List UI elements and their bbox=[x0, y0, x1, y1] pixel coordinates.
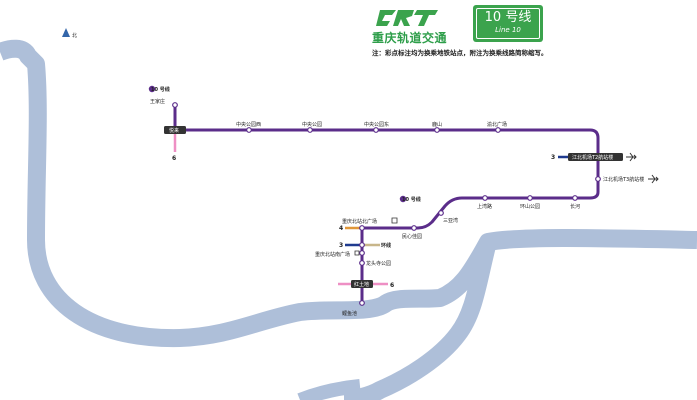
transfer-label-4: 4 bbox=[339, 225, 343, 232]
transfer-station-box[interactable] bbox=[164, 126, 186, 134]
station-label: 龙头寺公园 bbox=[366, 260, 391, 267]
brand-header: 重庆轨道交通 bbox=[372, 8, 452, 45]
compass: 北 bbox=[62, 28, 77, 39]
station-dot[interactable] bbox=[172, 102, 178, 108]
station-label: 红土地 bbox=[354, 281, 369, 288]
station-dot[interactable] bbox=[527, 195, 533, 201]
transfer-label-3: 3 bbox=[551, 154, 555, 161]
north-arrow-icon bbox=[62, 28, 70, 37]
station-label: 鹿山 bbox=[432, 121, 442, 128]
line-badge-english: Line 10 bbox=[495, 26, 521, 34]
airplane-icon bbox=[648, 174, 659, 184]
train-icon bbox=[391, 217, 398, 224]
line10-route-marker bbox=[148, 85, 156, 93]
station-dot[interactable] bbox=[307, 127, 313, 133]
transfer-numbers: 6 3 4 3 6 bbox=[172, 154, 555, 289]
station-dot[interactable] bbox=[373, 127, 379, 133]
station-label: 中央公园西 bbox=[236, 121, 261, 128]
station-dot[interactable] bbox=[359, 225, 365, 231]
river-layer bbox=[0, 39, 697, 400]
station-dot[interactable] bbox=[438, 210, 444, 216]
station-label: 悦来 bbox=[169, 127, 179, 134]
station-label: 鲤鱼池 bbox=[342, 310, 357, 317]
station-label: 民心佳园 bbox=[402, 233, 422, 240]
compass-label: 北 bbox=[72, 32, 77, 39]
station-label: 中央公园东 bbox=[364, 121, 389, 128]
station-dot[interactable] bbox=[572, 195, 578, 201]
yangtze-river bbox=[343, 239, 497, 400]
line10-route-marker bbox=[399, 195, 407, 203]
station-label: 江北机场T3航站楼 bbox=[603, 176, 644, 183]
line-badge: 10 号线 Line 10 bbox=[473, 5, 543, 42]
route-labels: 10 号线 10 号线 bbox=[148, 85, 421, 203]
jialing-river bbox=[0, 39, 697, 348]
station-dot[interactable] bbox=[482, 195, 488, 201]
station-dot[interactable] bbox=[495, 127, 501, 133]
transfer-label-6: 6 bbox=[172, 155, 176, 162]
station-label: 长河 bbox=[570, 203, 580, 210]
transfer-label-3: 3 bbox=[339, 242, 343, 249]
station-label: 三亚湾 bbox=[443, 217, 458, 224]
crt-logo-icon bbox=[376, 10, 438, 26]
river-tip bbox=[297, 379, 361, 400]
station-dot[interactable] bbox=[359, 242, 365, 248]
loop-label: 环线 bbox=[381, 242, 391, 249]
station-label: 江北机场T2航站楼 bbox=[572, 154, 613, 161]
airplane-icon bbox=[626, 152, 637, 162]
station-label: 王家庄 bbox=[150, 98, 165, 105]
station-label: 渝北广场 bbox=[487, 121, 507, 128]
brand-title: 重庆轨道交通 bbox=[372, 31, 448, 45]
line-badge-inner: 10 号线 Line 10 bbox=[476, 8, 540, 39]
stations: 王家庄 悦来 中央公园西 中央公园 中央公园东 鹿山 渝北广场 江北机场T2航站… bbox=[150, 98, 659, 317]
route-label-south: 10 号线 bbox=[402, 196, 421, 203]
station-label: 中央公园 bbox=[302, 121, 322, 128]
line-badge-name: 10 号线 bbox=[484, 10, 532, 25]
train-icon bbox=[354, 250, 360, 256]
transfer-station-box[interactable] bbox=[568, 153, 623, 161]
route-label-north: 10 号线 bbox=[151, 86, 170, 93]
station-dot[interactable] bbox=[359, 250, 365, 256]
station-dot[interactable] bbox=[411, 225, 417, 231]
map-note: 注：彩点标注均为换乘地铁站点，附注为换乘线路简称缩写。 bbox=[372, 49, 548, 57]
station-label: 环山公园 bbox=[520, 203, 540, 210]
transfer-label-6: 6 bbox=[390, 282, 394, 289]
station-dot[interactable] bbox=[434, 127, 440, 133]
station-dot[interactable] bbox=[359, 300, 365, 306]
station-label: 重庆北站北广场 bbox=[342, 218, 377, 225]
line10-route bbox=[173, 105, 600, 303]
station-label: 重庆北站南广场 bbox=[315, 251, 350, 258]
station-label: 上湾路 bbox=[477, 203, 492, 210]
transfer-station-box[interactable] bbox=[351, 280, 373, 288]
station-dot[interactable] bbox=[359, 260, 365, 266]
station-dot[interactable] bbox=[595, 176, 601, 182]
station-dot[interactable] bbox=[246, 127, 252, 133]
